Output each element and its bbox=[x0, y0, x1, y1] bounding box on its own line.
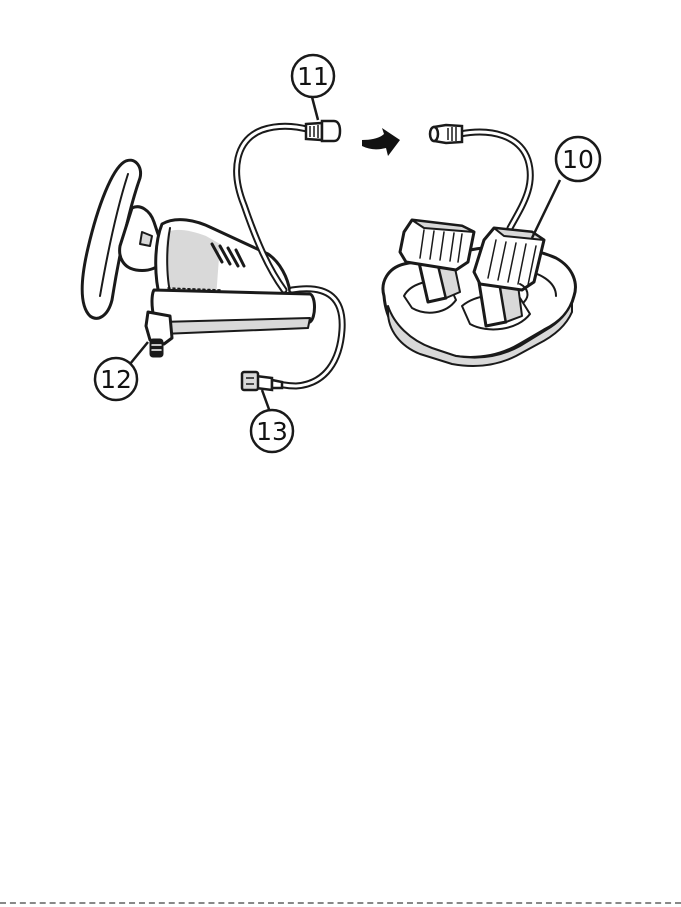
callout-11: 11 bbox=[292, 55, 334, 120]
wheel-base-plate-bottom bbox=[160, 318, 310, 334]
callout-number-12: 12 bbox=[100, 365, 132, 394]
callout-13: 13 bbox=[251, 390, 293, 452]
callout-number-11: 11 bbox=[297, 62, 329, 91]
pedal-connector-female bbox=[430, 125, 462, 143]
pedal-connector-male bbox=[306, 121, 340, 141]
pedal-set bbox=[383, 220, 575, 366]
callout-12: 12 bbox=[95, 342, 148, 400]
usb-plug bbox=[242, 372, 282, 390]
arrow-right-icon bbox=[362, 128, 400, 156]
steering-wheel-unit bbox=[82, 160, 314, 356]
page-bottom-edge bbox=[0, 902, 681, 904]
callout-number-10: 10 bbox=[562, 145, 594, 174]
table-clamp-screw bbox=[151, 340, 162, 356]
callout-10: 10 bbox=[532, 137, 600, 238]
callout-number-13: 13 bbox=[256, 417, 288, 446]
